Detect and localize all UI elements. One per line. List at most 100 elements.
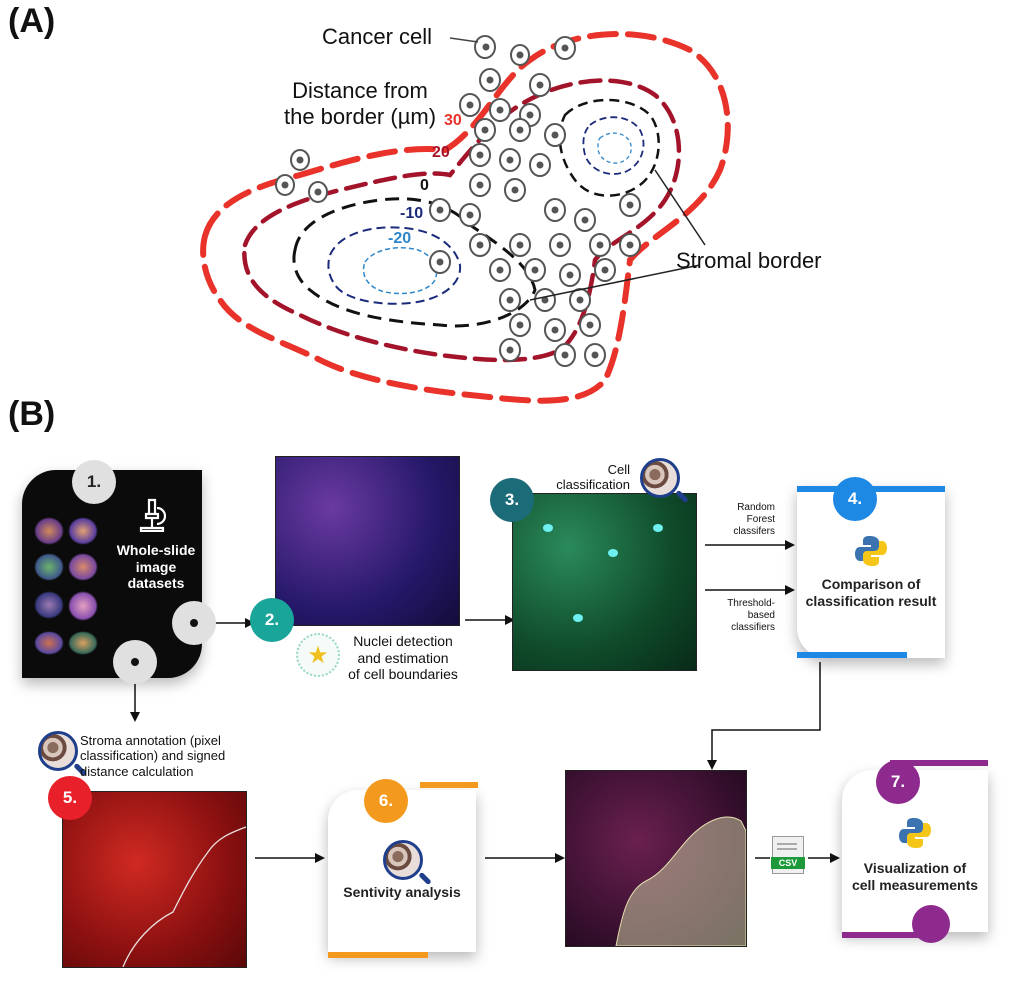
distance-label-line2: the border (µm) bbox=[283, 103, 437, 129]
cancer-cell bbox=[534, 288, 556, 312]
step1-line1: Whole-slide bbox=[116, 542, 196, 558]
cancer-cell bbox=[489, 98, 511, 122]
cancer-cell bbox=[469, 143, 491, 167]
python-icon bbox=[855, 536, 887, 566]
step7-label: Visualization of cell measurements bbox=[846, 860, 984, 893]
step7-accent-bar-bottom bbox=[842, 932, 942, 938]
cancer-cell bbox=[429, 250, 451, 274]
cancer-cell bbox=[509, 233, 531, 257]
cancer-cell bbox=[509, 313, 531, 337]
step6-accent-bar-top bbox=[420, 782, 478, 788]
step7-decor-circle bbox=[912, 905, 950, 943]
step7-line2: cell measurements bbox=[851, 876, 979, 893]
step2-line1: Nuclei detection bbox=[353, 633, 453, 649]
stroma-annotation-image bbox=[62, 791, 247, 968]
qupath-icon bbox=[38, 731, 78, 771]
contour-20 bbox=[242, 78, 682, 363]
step1-line3: datasets bbox=[127, 575, 185, 592]
cancer-cell bbox=[574, 208, 596, 232]
step6-card: Sentivity analysis bbox=[328, 790, 476, 952]
branch-top-line3: classifers bbox=[733, 525, 775, 537]
cancer-cells bbox=[275, 35, 641, 367]
cancer-cell bbox=[584, 343, 606, 367]
qupath-icon bbox=[383, 840, 423, 880]
step7-line1: Visualization of bbox=[863, 860, 967, 876]
step2-number: 2. bbox=[250, 598, 294, 642]
cancer-cell bbox=[529, 73, 551, 97]
cancer-cell bbox=[554, 36, 576, 60]
contour-20-label: 20 bbox=[432, 144, 450, 161]
step7-card: Visualization of cell measurements bbox=[842, 770, 988, 932]
step5-label: Stroma annotation (pixel classification)… bbox=[80, 733, 255, 779]
cancer-cell bbox=[429, 198, 451, 222]
step1-label: Whole-slide image datasets bbox=[110, 542, 202, 592]
cancer-cell-label: Cancer cell bbox=[322, 24, 433, 49]
cancer-cell bbox=[559, 263, 581, 287]
cancer-cell bbox=[509, 118, 531, 142]
step3-number: 3. bbox=[490, 478, 534, 522]
step1-number: 1. bbox=[72, 460, 116, 504]
cancer-cell bbox=[290, 149, 310, 171]
contour-m20-right bbox=[597, 132, 632, 164]
cancer-cell bbox=[569, 288, 591, 312]
step4-accent-bar bbox=[797, 652, 907, 658]
contour-30 bbox=[200, 30, 731, 404]
step4-line2: classification result bbox=[805, 592, 937, 609]
cancer-cell bbox=[619, 193, 641, 217]
step5-number: 5. bbox=[48, 776, 92, 820]
branch-bot-line1: Threshold- bbox=[727, 598, 775, 609]
distance-label: Distance from the border (µm) bbox=[265, 78, 455, 130]
cancer-cell bbox=[529, 153, 551, 177]
branch-top-line1: Random bbox=[737, 502, 775, 513]
microscope-icon bbox=[139, 498, 167, 532]
stardist-icon: ★ bbox=[296, 633, 340, 677]
panel-b-tag: (B) bbox=[8, 395, 56, 433]
step2-line3: of cell boundaries bbox=[348, 666, 458, 683]
step5-line2: classification) and signed bbox=[80, 748, 226, 764]
cancer-cell bbox=[308, 181, 328, 203]
csv-label: CSV bbox=[771, 857, 805, 869]
step4-label: Comparison of classification result bbox=[801, 576, 941, 609]
stroma-outline bbox=[122, 826, 246, 967]
branch-top-line2: Forest bbox=[746, 513, 775, 525]
branch-threshold: Threshold- based classifiers bbox=[705, 598, 775, 633]
step1-connector-right bbox=[172, 601, 216, 645]
slide-thumbnails bbox=[32, 515, 107, 665]
cancer-cell bbox=[459, 93, 481, 117]
merged-stroma-image bbox=[565, 770, 747, 947]
stromal-border-leader-1 bbox=[654, 169, 706, 246]
step7-number: 7. bbox=[876, 760, 920, 804]
contour-m10-label: -10 bbox=[400, 205, 424, 222]
cancer-cell bbox=[544, 318, 566, 342]
cancer-cell bbox=[474, 118, 496, 142]
step2-line2: and estimation bbox=[357, 649, 449, 666]
cancer-cell bbox=[479, 68, 501, 92]
step4-number: 4. bbox=[833, 477, 877, 521]
contour-m10-right bbox=[582, 116, 645, 175]
cancer-cell bbox=[594, 258, 616, 282]
panel-a-tag: (A) bbox=[8, 2, 56, 40]
qupath-icon bbox=[640, 458, 680, 498]
branch-bot-line2: based bbox=[747, 609, 775, 621]
step7-accent-bar-top bbox=[890, 760, 988, 766]
cancer-cell bbox=[275, 174, 295, 196]
cancer-cell bbox=[499, 148, 521, 172]
step3-label: Cell classification bbox=[540, 462, 630, 493]
contour-m20-label: -20 bbox=[388, 230, 412, 247]
cancer-cell bbox=[469, 173, 491, 197]
cancer-cell bbox=[499, 338, 521, 362]
step2-label: Nuclei detection and estimation of cell … bbox=[338, 633, 468, 683]
arrow-4-to-merge bbox=[711, 662, 821, 760]
cancer-cell bbox=[524, 258, 546, 282]
step3-line2: classification bbox=[556, 477, 630, 493]
cancer-cell bbox=[619, 233, 641, 257]
cancer-cell bbox=[589, 233, 611, 257]
cancer-cell bbox=[549, 233, 571, 257]
cancer-cell bbox=[544, 123, 566, 147]
contour-0-right bbox=[558, 98, 660, 197]
csv-file-icon: CSV bbox=[771, 836, 805, 874]
cancer-cell bbox=[544, 198, 566, 222]
cancer-cell bbox=[459, 203, 481, 227]
cancer-cell bbox=[499, 288, 521, 312]
